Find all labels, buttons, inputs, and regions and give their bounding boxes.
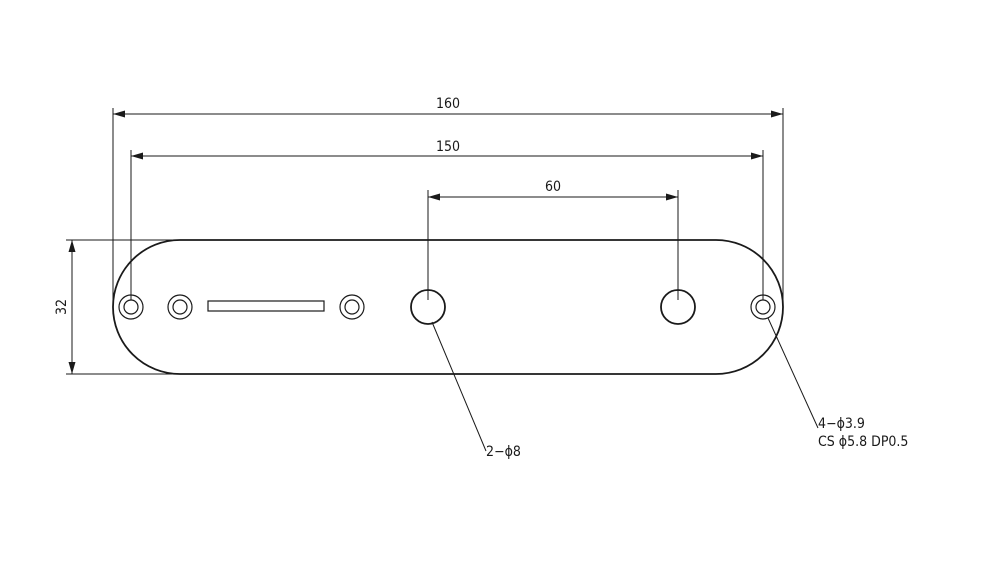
plate-outline [112, 239, 784, 375]
dimension-32-label: 32 [54, 299, 70, 315]
dimension-32: 32 [54, 239, 180, 375]
callout-large-holes: 2−ϕ8 [486, 444, 521, 460]
dimension-60-label: 60 [545, 179, 561, 195]
dimension-60: 60 [427, 179, 679, 300]
callout-mount-holes-line1: 4−ϕ3.9 [818, 416, 865, 432]
leader-large-holes: 2−ϕ8 [431, 321, 521, 460]
leader-mount-holes: 4−ϕ3.9 CS ϕ5.8 DP0.5 [767, 317, 908, 450]
dimension-160: 160 [112, 96, 784, 300]
callout-mount-holes-line2: CS ϕ5.8 DP0.5 [818, 434, 908, 450]
mount-hole-third [339, 294, 365, 320]
dimension-150: 150 [130, 139, 764, 300]
dimension-160-label: 160 [436, 96, 460, 112]
switch-slot [207, 300, 325, 312]
mount-hole-second [167, 294, 193, 320]
dimension-150-label: 150 [436, 139, 460, 155]
